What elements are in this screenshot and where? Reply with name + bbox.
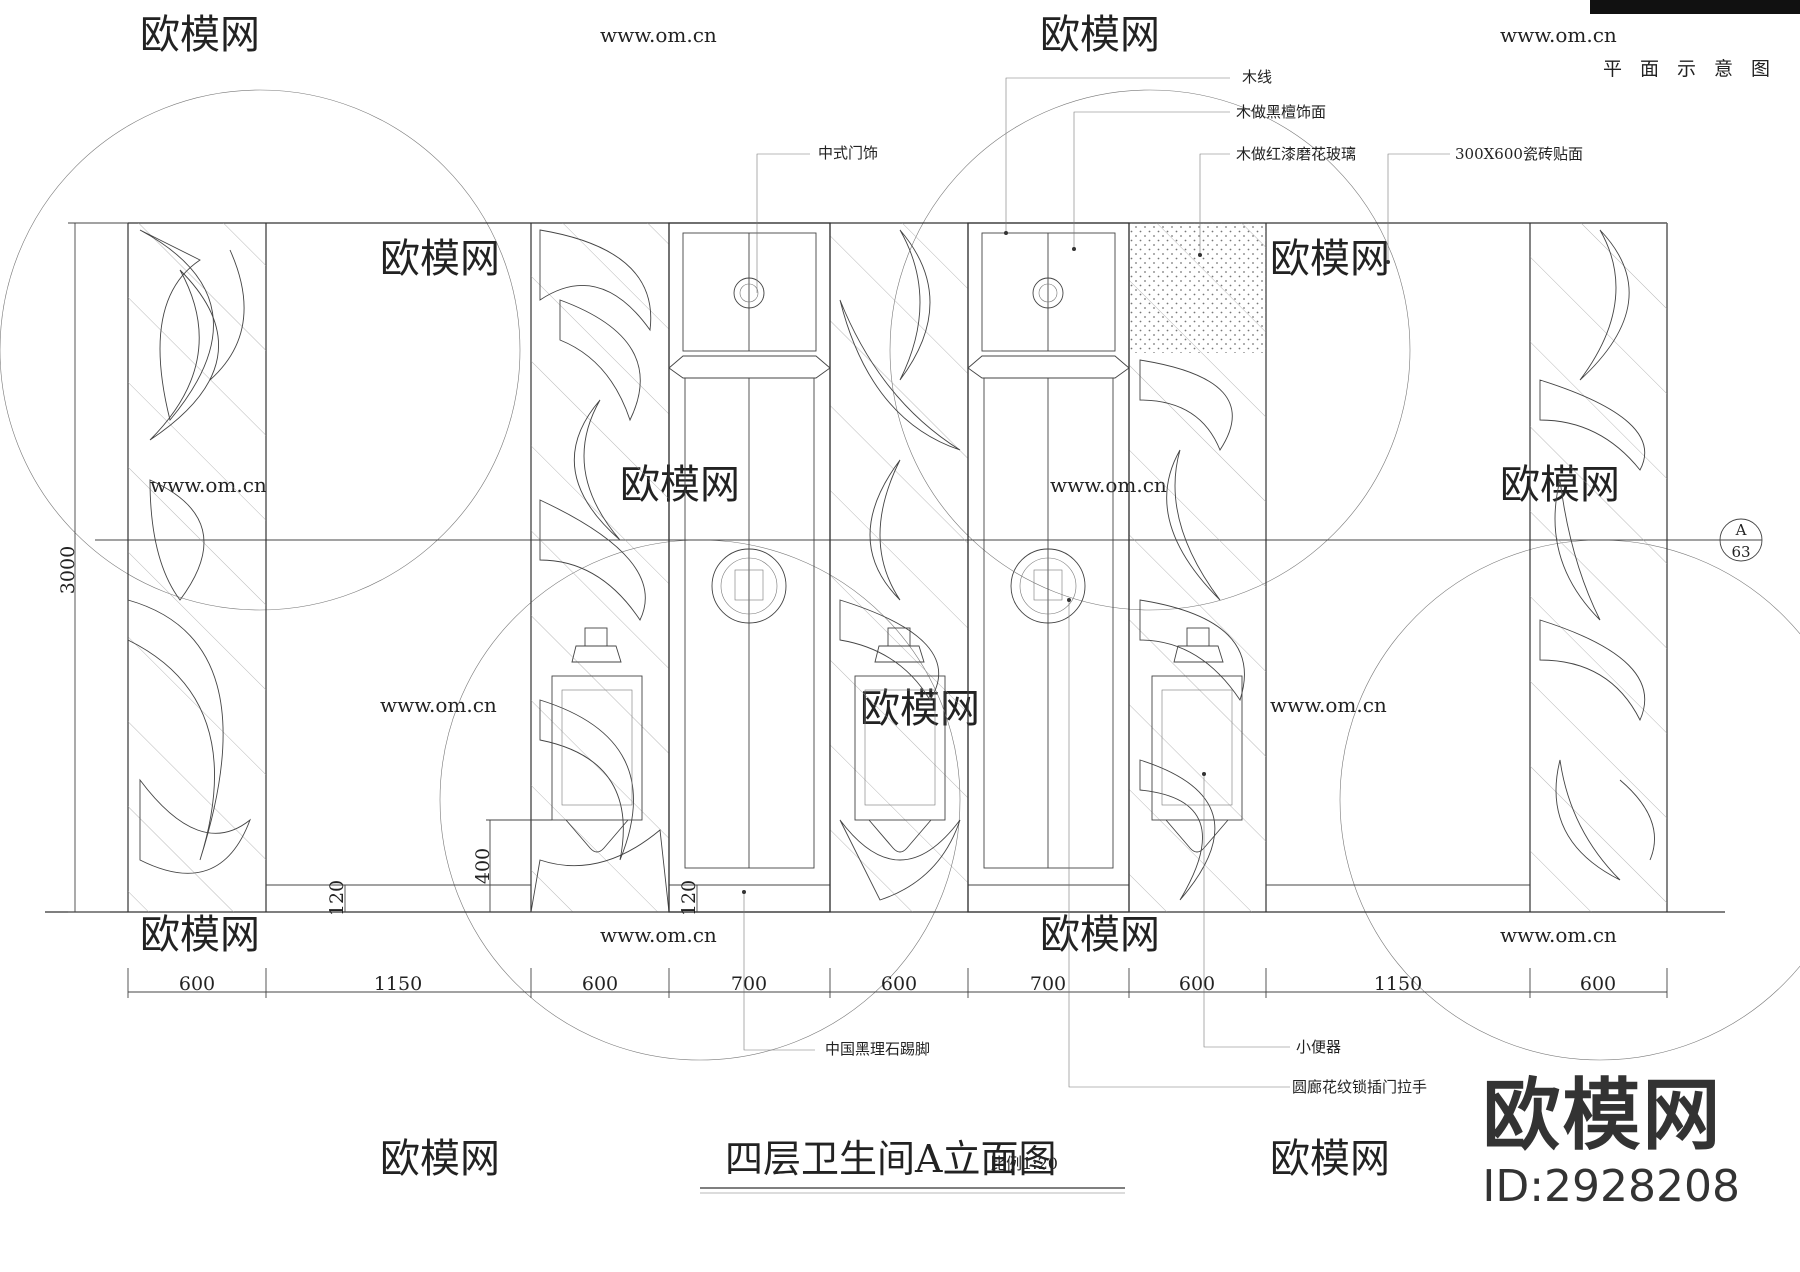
dimension-label: 700 bbox=[1030, 973, 1066, 995]
watermark-brand: 欧模网 bbox=[140, 12, 260, 58]
dimension-bottom: 600 1150 600 700 600 700 600 1150 600 bbox=[127, 968, 1668, 998]
leader-lines bbox=[742, 77, 1450, 1088]
annotation-wood-line: 木线 bbox=[1242, 68, 1272, 86]
door bbox=[668, 222, 831, 913]
urinal bbox=[1151, 627, 1243, 853]
dimension-vertical: 3000 400 120 120 bbox=[57, 222, 700, 916]
dimension-height-total: 3000 bbox=[57, 546, 79, 594]
decor-panel bbox=[1129, 223, 1266, 912]
dimension-label: 600 bbox=[1580, 973, 1616, 995]
annotation-marble-skirting: 中国黑理石踢脚 bbox=[825, 1040, 930, 1058]
watermark-brand: 欧模网 bbox=[380, 236, 500, 282]
dimension-skirting: 120 bbox=[678, 880, 700, 916]
dimension-skirting: 120 bbox=[326, 880, 348, 916]
watermark-url: www.om.cn bbox=[1500, 23, 1617, 47]
title-block-bar bbox=[1590, 0, 1800, 14]
dimension-label: 600 bbox=[582, 973, 618, 995]
dimension-label: 600 bbox=[881, 973, 917, 995]
title-main: 四层卫生间A立面图 bbox=[725, 1137, 1056, 1181]
annotation-tile: 300X600瓷砖贴面 bbox=[1455, 145, 1583, 163]
brand-watermark: 欧模网 ID:2928208 bbox=[1482, 1077, 1740, 1212]
watermark-url: www.om.cn bbox=[600, 923, 717, 947]
door bbox=[967, 222, 1130, 913]
annotation-black-sandalwood: 木做黑檀饰面 bbox=[1236, 103, 1326, 121]
dimension-label: 600 bbox=[1179, 973, 1215, 995]
watermark-brand: 欧模网 bbox=[140, 912, 260, 958]
door-ornament-icon bbox=[1032, 277, 1064, 309]
watermark-brand: 欧模网 bbox=[1270, 1136, 1390, 1182]
dimension-label: 700 bbox=[731, 973, 767, 995]
door-ornament-icon bbox=[733, 277, 765, 309]
dimension-label: 1150 bbox=[1374, 973, 1422, 995]
section-letter: A bbox=[1735, 521, 1747, 539]
model-id: ID:2928208 bbox=[1482, 1161, 1740, 1212]
watermark-brand: 欧模网 bbox=[1270, 236, 1390, 282]
decor-panel bbox=[1530, 223, 1667, 912]
annotation-urinal: 小便器 bbox=[1296, 1038, 1341, 1056]
urinal bbox=[551, 627, 643, 853]
watermark-brand: 欧模网 bbox=[1040, 912, 1160, 958]
dimension-urinal-height: 400 bbox=[472, 848, 494, 884]
drawing-title: 四层卫生间A立面图 比例1:20 bbox=[700, 1137, 1125, 1194]
watermark-brand: 欧模网 bbox=[380, 1136, 500, 1182]
annotation-red-glass: 木做红漆磨花玻璃 bbox=[1236, 145, 1356, 163]
decor-panel bbox=[530, 223, 670, 913]
section-marker: A 63 bbox=[1675, 518, 1763, 562]
dimension-label: 1150 bbox=[374, 973, 422, 995]
urinal bbox=[854, 627, 946, 853]
watermark-layer: 欧模网 www.om.cn 欧模网 www.om.cn 欧模网 欧模网 欧模网 … bbox=[0, 12, 1800, 1182]
dimension-label: 600 bbox=[179, 973, 215, 995]
door-handle-icon bbox=[711, 548, 787, 624]
title-scale: 比例1:20 bbox=[990, 1154, 1058, 1173]
brand-logo: 欧模网 bbox=[1482, 1071, 1723, 1161]
section-number: 63 bbox=[1731, 543, 1750, 561]
watermark-url: www.om.cn bbox=[380, 693, 497, 717]
watermark-url: www.om.cn bbox=[1270, 693, 1387, 717]
watermark-brand: 欧模网 bbox=[1040, 12, 1160, 58]
watermark-url: www.om.cn bbox=[600, 23, 717, 47]
decor-panel bbox=[127, 223, 266, 912]
annotation-door-ornament: 中式门饰 bbox=[818, 144, 878, 162]
door-handle-icon bbox=[1010, 548, 1086, 624]
annotation-door-handle: 圆廊花纹锁插门拉手 bbox=[1292, 1078, 1427, 1096]
watermark-url: www.om.cn bbox=[1500, 923, 1617, 947]
plan-label: 平面示意图 bbox=[1602, 58, 1788, 80]
decor-panel bbox=[830, 223, 968, 912]
